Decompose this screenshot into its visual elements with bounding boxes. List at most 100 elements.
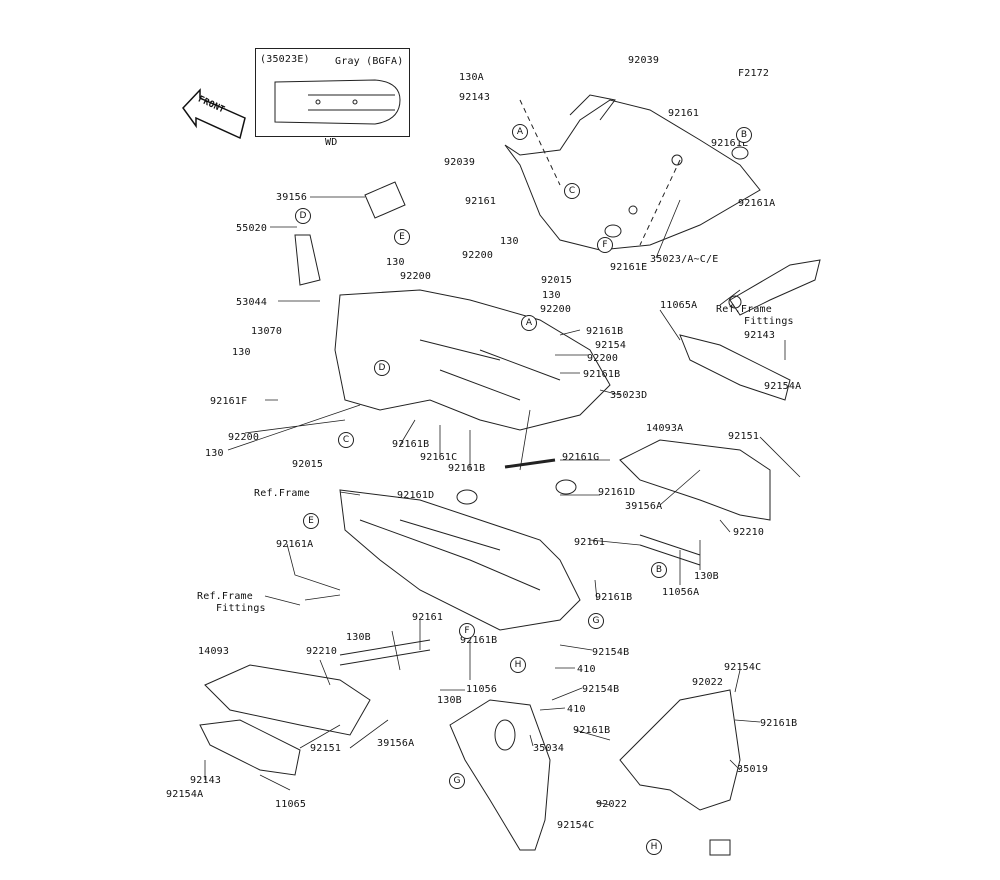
part-label: 92161B xyxy=(448,463,486,474)
main-frame xyxy=(339,489,581,631)
part-label: 11065 xyxy=(275,799,307,810)
part-label: 11065A xyxy=(660,300,698,311)
part-label: 92161B xyxy=(760,718,798,729)
part-label: 55020 xyxy=(236,223,268,234)
part-label: Ref.Frame xyxy=(254,488,310,499)
inset-part-number: (35023E) xyxy=(260,54,310,65)
callout-marker: F xyxy=(459,623,475,639)
part-label: 130 xyxy=(205,448,224,459)
fender-frame xyxy=(334,289,611,431)
inset-color: Gray (BGFA) xyxy=(335,56,404,67)
part-label: 92200 xyxy=(540,304,572,315)
part-label: 92161A xyxy=(738,198,776,209)
license-bracket xyxy=(619,689,741,811)
front-arrow-icon xyxy=(182,88,246,140)
callout-marker: H xyxy=(510,657,526,673)
part-label: 92161B xyxy=(460,635,498,646)
callout-marker: E xyxy=(394,229,410,245)
part-label: 130 xyxy=(232,347,251,358)
callout-marker: G xyxy=(449,773,465,789)
part-label: 92154 xyxy=(595,340,627,351)
part-label: 39156A xyxy=(377,738,415,749)
part-label: 92161B xyxy=(573,725,611,736)
part-label: 92200 xyxy=(400,271,432,282)
mud-guard xyxy=(449,699,551,851)
part-label: 92161A xyxy=(276,539,314,550)
part-label: 92161C xyxy=(420,452,458,463)
callout-marker: C xyxy=(564,183,580,199)
part-label: 92151 xyxy=(310,743,342,754)
inset-caption: WD xyxy=(325,137,338,148)
part-label: 92200 xyxy=(228,432,260,443)
part-label: 92161 xyxy=(412,612,444,623)
part-label: 92154B xyxy=(582,684,620,695)
part-label: 130A xyxy=(459,72,484,83)
part-label: 14093 xyxy=(198,646,230,657)
rear-fender xyxy=(504,99,761,251)
part-label: 92161F xyxy=(210,396,248,407)
callout-marker: F xyxy=(597,237,613,253)
part-label: 92161B xyxy=(595,592,633,603)
part-label: 130B xyxy=(694,571,719,582)
part-label: Fittings xyxy=(216,603,266,614)
part-label: 130 xyxy=(500,236,519,247)
part-label: 53044 xyxy=(236,297,268,308)
part-label: 92210 xyxy=(306,646,338,657)
callout-marker: C xyxy=(338,432,354,448)
part-label: 92039 xyxy=(628,55,660,66)
part-label: 35023D xyxy=(610,390,648,401)
part-label: 410 xyxy=(577,664,596,675)
part-label: 130 xyxy=(386,257,405,268)
part-label: 92022 xyxy=(596,799,628,810)
part-label: 11056 xyxy=(466,684,498,695)
part-label: 92143 xyxy=(744,330,776,341)
part-label: 92161D xyxy=(598,487,636,498)
diagram-id: F2172 xyxy=(738,68,770,79)
part-label: 410 xyxy=(567,704,586,715)
part-label: 92161E xyxy=(711,138,749,149)
part-label: 92200 xyxy=(462,250,494,261)
part-label: 35034 xyxy=(533,743,565,754)
part-label: 92154C xyxy=(557,820,595,831)
part-label: 92161G xyxy=(562,452,600,463)
part-label: 130 xyxy=(542,290,561,301)
part-label: 92161 xyxy=(465,196,497,207)
callout-marker: E xyxy=(303,513,319,529)
callout-marker: G xyxy=(588,613,604,629)
inset-variant-box xyxy=(255,48,410,137)
part-label: 92154A xyxy=(166,789,204,800)
part-label: 92154B xyxy=(592,647,630,658)
callout-marker: A xyxy=(521,315,537,331)
part-label: 92161E xyxy=(610,262,648,273)
part-label: 92161B xyxy=(586,326,624,337)
part-label: 92210 xyxy=(733,527,765,538)
part-label: Fittings xyxy=(744,316,794,327)
part-label: 39156 xyxy=(276,192,308,203)
part-label: 92161B xyxy=(392,439,430,450)
part-label: 92154A xyxy=(764,381,802,392)
callout-marker: A xyxy=(512,124,528,140)
part-label: 92015 xyxy=(541,275,573,286)
part-label: 92151 xyxy=(728,431,760,442)
part-label: 130B xyxy=(437,695,462,706)
callout-marker: D xyxy=(374,360,390,376)
part-label: 14093A xyxy=(646,423,684,434)
part-label: 92039 xyxy=(444,157,476,168)
part-label: 92154C xyxy=(724,662,762,673)
part-label: 35019 xyxy=(737,764,769,775)
part-label: 92143 xyxy=(190,775,222,786)
part-label: 92022 xyxy=(692,677,724,688)
callout-marker: B xyxy=(736,127,752,143)
part-label: 92161B xyxy=(583,369,621,380)
part-label: 39156A xyxy=(625,501,663,512)
callout-marker: B xyxy=(651,562,667,578)
part-label: 92143 xyxy=(459,92,491,103)
part-label: 35023/A~C/E xyxy=(650,254,719,265)
part-label: 92161 xyxy=(574,537,606,548)
part-label: 92015 xyxy=(292,459,324,470)
part-label: 130B xyxy=(346,632,371,643)
part-label: 92200 xyxy=(587,353,619,364)
part-label: 92161D xyxy=(397,490,435,501)
